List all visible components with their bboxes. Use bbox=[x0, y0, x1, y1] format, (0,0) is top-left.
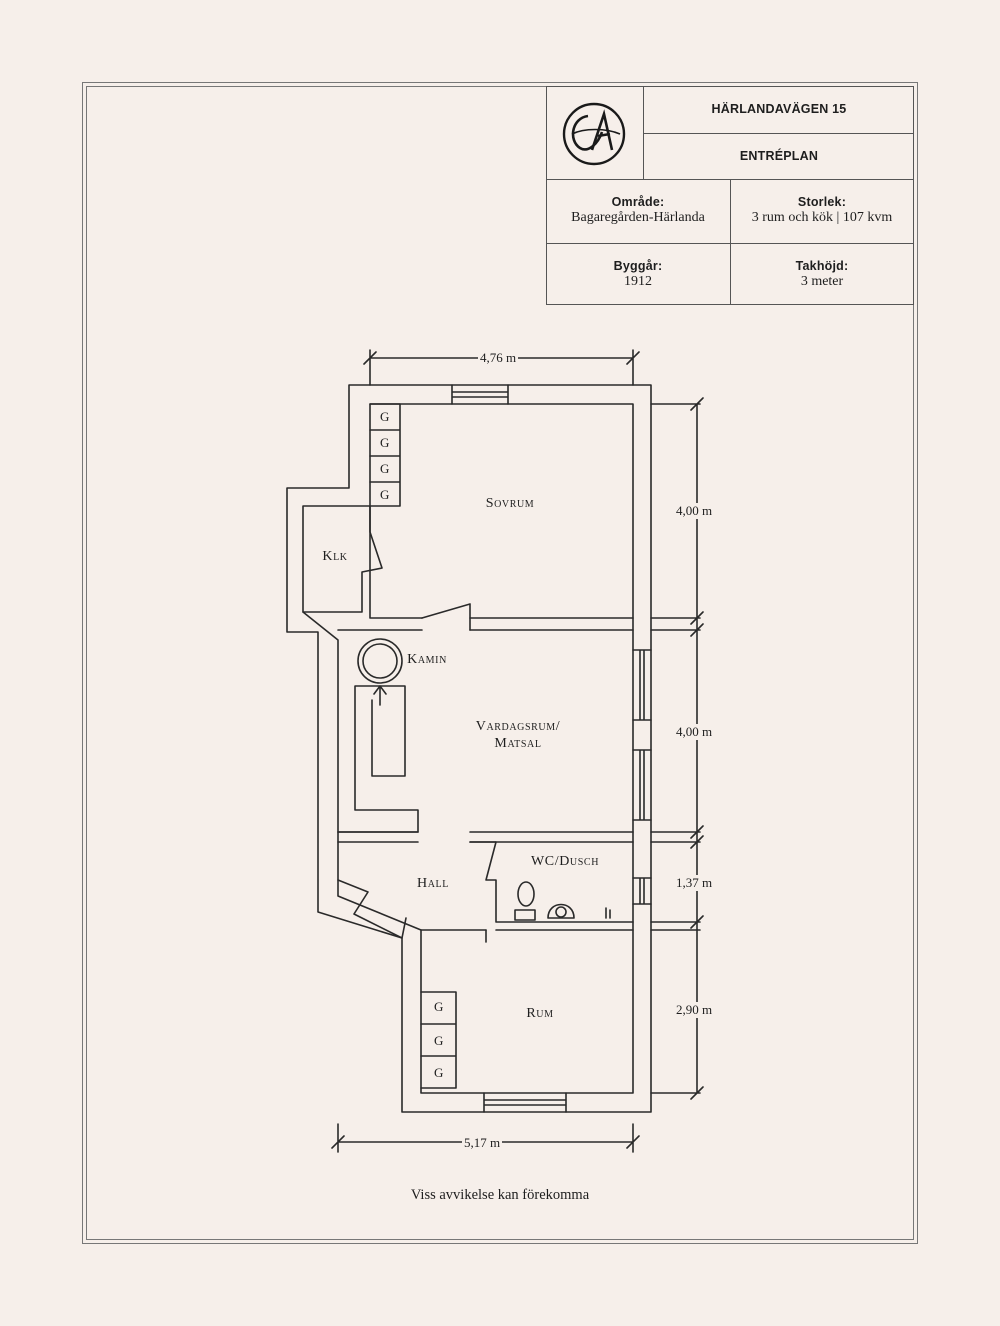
window-vardagsrum bbox=[632, 649, 652, 821]
dim-rum-label: 2,90 m bbox=[674, 1002, 715, 1018]
inner-frame bbox=[86, 86, 914, 1240]
wardrobe-label: G bbox=[434, 1065, 444, 1080]
wardrobe-label: G bbox=[380, 409, 390, 424]
wardrobe-label: G bbox=[434, 999, 444, 1014]
wardrobe-label: G bbox=[380, 487, 390, 502]
divider-column bbox=[730, 179, 731, 305]
outer-frame bbox=[82, 82, 918, 1244]
outer-wall-inner bbox=[302, 403, 634, 1094]
dim-bottom-label: 5,17 m bbox=[462, 1135, 503, 1151]
wardrobes-top bbox=[369, 403, 401, 507]
logo-monogram-icon bbox=[562, 102, 626, 166]
room-rum: Rum bbox=[526, 1006, 554, 1021]
room-wc-dusch: WC/Dusch bbox=[530, 854, 600, 869]
window-sovrum bbox=[451, 384, 509, 405]
ceiling-value: 3 meter bbox=[800, 274, 844, 289]
outer-wall-outer bbox=[286, 384, 652, 1113]
wc-walls bbox=[469, 841, 634, 943]
door-hall bbox=[337, 879, 407, 939]
dim-top-label: 4,76 m bbox=[478, 350, 519, 366]
area-value: Bagaregården-Härlanda bbox=[571, 210, 705, 225]
dim-wc-label: 1,37 m bbox=[674, 875, 715, 891]
room-kamin: Kamin bbox=[407, 652, 447, 667]
dim-right bbox=[650, 397, 704, 1100]
room-sovrum: Sovrum bbox=[485, 496, 535, 511]
room-hall: Hall bbox=[417, 876, 449, 891]
dim-sovrum-label: 4,00 m bbox=[674, 503, 715, 519]
wall-vardagsrum-hall bbox=[337, 831, 634, 843]
footer-disclaimer: Viss avvikelse kan förekomma bbox=[410, 1187, 590, 1203]
address-title: HÄRLANDAVÄGEN 15 bbox=[711, 102, 847, 116]
dim-vardagsrum-label: 4,00 m bbox=[674, 724, 715, 740]
year-label: Byggår: bbox=[613, 259, 663, 273]
size-value: 3 rum och kök | 107 kvm bbox=[751, 210, 893, 225]
wardrobe-label: G bbox=[380, 461, 390, 476]
sink-icon bbox=[547, 903, 575, 919]
room-klk: Klk bbox=[322, 549, 348, 564]
ceiling-label: Takhöjd: bbox=[795, 259, 849, 273]
wardrobes-rum bbox=[420, 991, 457, 1089]
shower-icon bbox=[605, 907, 611, 919]
kamin-circle bbox=[357, 638, 403, 684]
toilet-icon bbox=[517, 881, 535, 907]
floor-title: ENTRÉPLAN bbox=[739, 149, 819, 163]
door-sovrum bbox=[421, 603, 471, 631]
area-label: Område: bbox=[611, 195, 665, 209]
wardrobe-label: G bbox=[434, 1033, 444, 1048]
wardrobe-label: G bbox=[380, 435, 390, 450]
divider-address bbox=[644, 133, 914, 134]
arrow-kamin bbox=[373, 685, 387, 706]
year-value: 1912 bbox=[624, 274, 652, 289]
wall-sovrum-vardagsrum bbox=[337, 505, 634, 631]
room-matsal: Matsal bbox=[494, 736, 542, 751]
room-vardagsrum: Vardagsrum/ bbox=[475, 719, 561, 734]
window-wc bbox=[632, 877, 652, 905]
kamin-ledge bbox=[337, 685, 419, 833]
window-rum bbox=[483, 1092, 567, 1113]
size-label: Storlek: bbox=[797, 195, 847, 209]
